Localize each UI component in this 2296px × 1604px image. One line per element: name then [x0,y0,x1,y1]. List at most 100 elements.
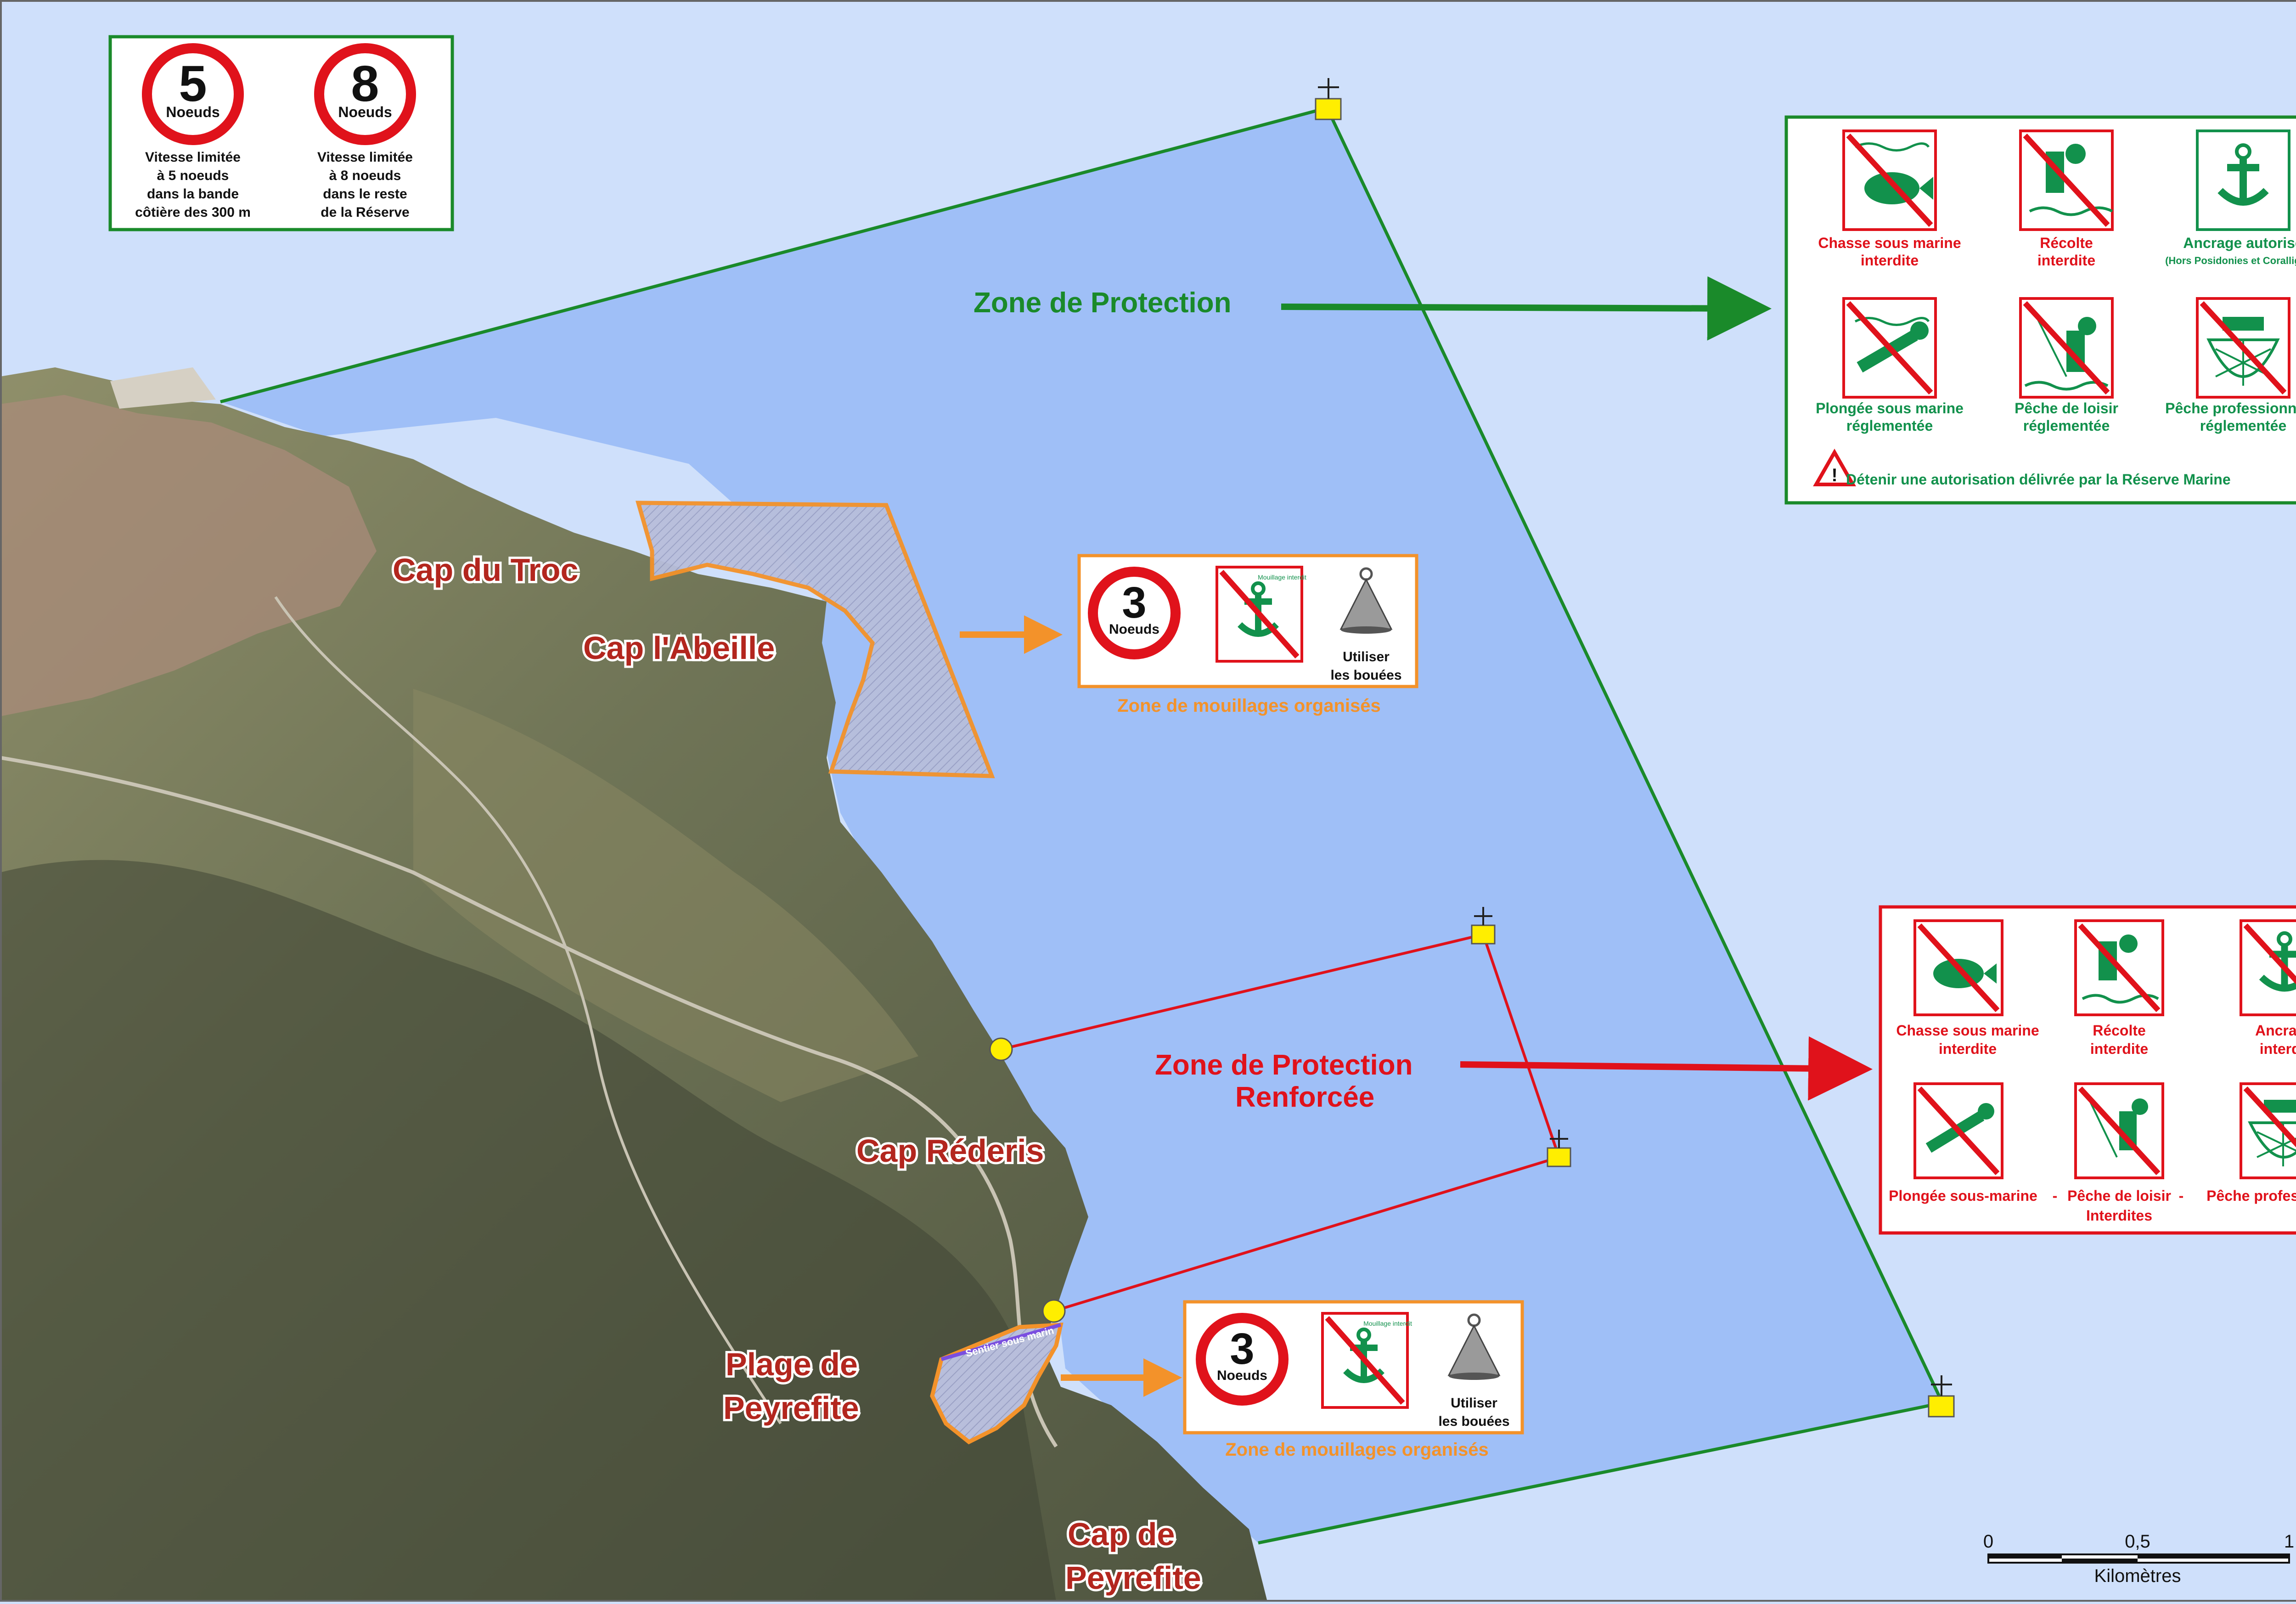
label-cap-abeille: Cap l'Abeille [583,630,775,666]
mooring-legend-1: 3 Noeuds Mouillage interdit Utiliser les… [1077,554,1418,688]
r-icon3-label2: interdit [2260,1041,2296,1057]
g-icon4-label2: réglementée [1846,417,1933,434]
leisure-fishing-regulated-icon [2019,297,2114,399]
scale-unit: Kilomètres [2094,1566,2181,1586]
g-icon1-label1: Chasse sous marine [1818,235,1961,251]
harvest-forbidden-icon-2 [2074,919,2164,1016]
protection-cross-south [1931,1375,1952,1396]
speed8-line4: de la Réserve [321,205,409,220]
svg-text:5: 5 [179,56,207,112]
svg-text:Noeuds: Noeuds [166,104,219,120]
r-icon5-label1: Pêche de loisir [2067,1188,2171,1204]
anchor-forbidden-icon-2: Mouillage interdit [1321,1312,1412,1409]
speed5-line1: Vitesse limitée [145,150,241,165]
speed-limit-legend: 5 Noeuds Vitesse limitée à 5 noeuds dans… [108,35,454,231]
svg-text:Mouillage interdit: Mouillage interdit [1363,1320,1412,1327]
protection-cross-north [1318,78,1339,99]
g-icon6-label1: Pêche professionnelle [2165,400,2296,416]
renforcee-marker-north[interactable] [989,1037,1013,1061]
protection-buoy-north[interactable] [1315,98,1342,120]
mooring-zone-label-1: Zone de mouillages organisés [1117,696,1380,716]
g-icon2-label1: Récolte [2040,235,2093,251]
r-dash2: - [2179,1188,2184,1204]
coastal-road [0,756,1058,1448]
renforcee-buoy-se[interactable] [1547,1147,1571,1167]
harvest-forbidden-icon [2019,129,2114,231]
zone-protection-area[interactable] [220,108,1942,1543]
g-icon5-label1: Pêche de loisir [2015,400,2118,416]
g-icon1-label2: interdite [1861,252,1919,269]
speed5-line4: côtière des 300 m [135,205,251,220]
arrow-zone-renforcee [1460,1036,1873,1101]
buoy-icon [1339,567,1393,634]
anchor-forbidden-icon-3 [2240,919,2296,1016]
r-dash1: - [2053,1188,2058,1204]
scale-bar: 0 0,5 1 Kilomètres [1983,1531,2294,1586]
hills-shading-2 [413,689,918,1102]
r-icon4-label1: Plongée sous-marine [1889,1188,2037,1204]
svg-text:Noeuds: Noeuds [338,104,392,120]
buoy-caption-line2: les bouées [1330,668,1401,683]
buoy-caption-line1: Utiliser [1343,649,1390,664]
buoy-icon-2 [1447,1313,1501,1380]
r-icon1-label2: interdite [1939,1041,1997,1057]
svg-text:Noeuds: Noeuds [1217,1368,1267,1383]
hills-shading [0,860,1056,1602]
label-plage-line1: Plage de [726,1346,858,1382]
r-icon2-label2: interdite [2090,1041,2148,1057]
g-icon3-label1: Ancrage autorisé [2183,235,2296,251]
mooring-zone-label-2: Zone de mouillages organisés [1225,1440,1488,1460]
svg-text:3: 3 [1122,578,1146,627]
speed-sign-3-b: 3 Noeuds [1196,1313,1289,1406]
speed-sign-5: 5 Noeuds [142,43,244,145]
speed-sign-3-a: 3 Noeuds [1088,567,1181,659]
svg-text:Mouillage interdit: Mouillage interdit [1258,574,1306,581]
sentier-sous-marin-line [940,1323,1062,1361]
harbor-pier [110,367,216,409]
g-icon2-label2: interdite [2037,252,2095,269]
r-icon3-label1: Ancrage [2255,1022,2296,1039]
scale-tick-1: 0,5 [2125,1531,2150,1552]
reinforced-rules-panel: Chasse sous marine interdite Récolte int… [1879,905,2296,1235]
buoy-caption-2-line1: Utiliser [1451,1396,1497,1411]
label-plage-line2: Peyrefite [723,1390,859,1426]
diving-forbidden-icon [1913,1082,2003,1179]
inland-road [274,596,782,1424]
label-cap-du-troc: Cap du Troc [393,552,578,588]
label-zone-protection: Zone de Protection [974,287,1231,319]
anchor-forbidden-icon: Mouillage interdit [1216,566,1306,663]
pro-fishing-regulated-icon [2196,297,2290,399]
zone-protection-boundary [220,106,1945,1545]
label-cap-peyrefite-line2: Peyrefite [1065,1560,1201,1596]
spearfishing-forbidden-icon [1842,129,1937,231]
svg-text:!: ! [1831,465,1837,485]
g-icon6-label2: réglementée [2200,417,2287,434]
label-cap-peyrefite-line1: Cap de [1068,1516,1175,1552]
g-icon5-label2: réglementée [2023,417,2110,434]
mooring-zone-abeille[interactable] [636,501,995,778]
renforcee-cross-se [1550,1130,1568,1148]
label-cap-rederis: Cap Réderis [856,1133,1044,1169]
town-area [0,395,377,716]
r-icon5-label2: Interdites [2086,1207,2152,1224]
spearfishing-forbidden-icon-2 [1913,919,2003,1016]
r-icon6-label1: Pêche professionnelle [2206,1188,2296,1204]
renforcee-cross-ne [1474,907,1492,925]
svg-text:Noeuds: Noeuds [1109,622,1159,637]
scale-tick-2: 1 [2284,1531,2294,1552]
zone-renforcee-boundary [1001,933,1561,1312]
renforcee-marker-south[interactable] [1042,1299,1066,1323]
r-icon2-label1: Récolte [2093,1022,2146,1039]
anchor-allowed-icon [2196,129,2290,231]
svg-text:3: 3 [1230,1324,1254,1373]
protection-buoy-south[interactable] [1928,1395,1955,1418]
label-zone-renforcee-1: Zone de Protection [1155,1049,1412,1081]
renforcee-buoy-ne[interactable] [1471,924,1496,945]
warning-icon: ! [1813,448,1856,486]
mooring-legend-2: 3 Noeuds Mouillage interdit Utiliser les… [1183,1300,1524,1435]
r-icon1-label1: Chasse sous marine [1896,1022,2039,1039]
diving-regulated-icon [1842,297,1937,399]
leisure-fishing-forbidden-icon [2074,1082,2164,1179]
